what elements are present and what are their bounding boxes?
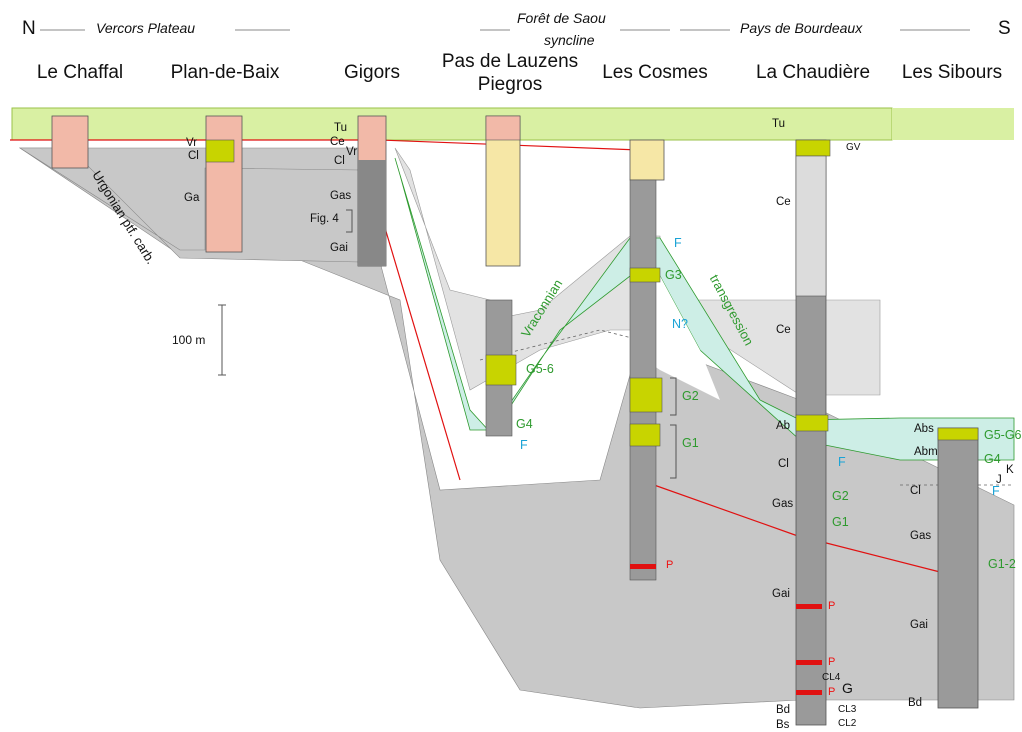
region-syncline: syncline: [544, 32, 595, 48]
p-label: P: [666, 559, 674, 571]
p-marker: [630, 564, 656, 569]
north-label: N: [22, 18, 36, 39]
unit-gas-chaud: Gas: [772, 498, 794, 510]
g-label: G4: [516, 417, 533, 431]
south-label: S: [998, 18, 1011, 39]
red-correlation-line-3: [639, 479, 941, 573]
p-label: P: [828, 656, 836, 668]
unit-ga-plan: Ga: [184, 192, 200, 204]
column-lauzens-top: [485, 115, 521, 141]
column-plan-de-baix-green: [205, 139, 235, 163]
unit-vr-gigors: Vr: [346, 146, 358, 158]
scale-label: 100 m: [172, 333, 206, 347]
unit-cl2: CL2: [838, 718, 857, 729]
unit-bd-chaud: Bd: [776, 704, 791, 716]
turonian-band-south: [892, 108, 1014, 140]
p-marker: [796, 604, 822, 609]
unit-ce-chaud-1: Ce: [776, 196, 791, 208]
n-label: N?: [672, 317, 688, 331]
unit-j: J: [996, 474, 1002, 486]
turonian-band: [11, 107, 893, 141]
unit-cl3: CL3: [838, 704, 857, 715]
site-gigors: Gigors: [344, 62, 400, 83]
unit-bs-chaud: Bs: [776, 719, 790, 731]
unit-g: G: [842, 680, 853, 696]
region-foret: Forêt de Saou: [517, 10, 606, 26]
column-chaudiere-gv: [795, 139, 831, 157]
p-marker: [796, 690, 822, 695]
unit-abm: Abm: [914, 446, 938, 458]
bracket-g1: [670, 424, 677, 479]
f-label: F: [992, 484, 1000, 498]
unit-cl4: CL4: [822, 672, 841, 683]
g-label: G1: [682, 436, 699, 450]
column-cosmes-g2: [629, 377, 663, 413]
unit-ce-chaud-2: Ce: [776, 324, 791, 336]
unit-gai-chaud: Gai: [772, 588, 790, 600]
column-chaudiere-ce: [795, 155, 827, 297]
g-label: G5-G6: [984, 428, 1022, 442]
site-la-chaudiere: La Chaudière: [755, 62, 871, 83]
column-cosmes: [629, 139, 665, 181]
site-les-sibours: Les Sibours: [901, 62, 1003, 83]
site-le-chaffal: Le Chaffal: [36, 62, 124, 83]
site-plan-de-baix: Plan-de-Baix: [170, 62, 280, 83]
g-label: G2: [682, 389, 699, 403]
column-cosmes-g1: [629, 423, 661, 447]
unit-ab-chaud: Ab: [776, 420, 791, 432]
unit-k: K: [1006, 464, 1014, 476]
site-piegros: Piegros: [477, 74, 543, 95]
column-gigors-gray: [358, 160, 386, 266]
column-lauzens-green: [485, 354, 517, 386]
red-correlation-line-2: [384, 227, 461, 481]
unit-abs: Abs: [914, 423, 934, 435]
bracket-fig4: [346, 209, 353, 233]
unit-bd-sibours: Bd: [908, 697, 923, 709]
unit-ce-gigors: Ce: [330, 136, 345, 148]
column-cosmes-g3: [629, 267, 661, 283]
site-les-cosmes: Les Cosmes: [602, 62, 708, 83]
unit-cl-sibours: Cl: [910, 485, 921, 497]
g-label: G4: [984, 452, 1001, 466]
unit-gas-gigors: Gas: [330, 190, 352, 202]
g-label: G1-2: [988, 557, 1016, 571]
unit-cl-gigors: Cl: [334, 155, 345, 167]
p-label: P: [828, 686, 836, 698]
column-sibours-abs: [937, 427, 979, 441]
unit-cl-plan: Cl: [188, 150, 199, 162]
unit-tu-gigors: Tu: [334, 122, 347, 134]
f-label: F: [674, 236, 682, 250]
column-le-chaffal: [51, 115, 89, 169]
unit-gai-sibours: Gai: [910, 619, 928, 631]
column-chaudiere-ab: [795, 414, 829, 432]
bracket-g2: [670, 377, 677, 416]
fig4-label: Fig. 4: [310, 213, 339, 225]
f-label: F: [520, 438, 528, 452]
region-bourdeaux: Pays de Bourdeaux: [740, 20, 863, 36]
unit-gai-gigors: Gai: [330, 242, 348, 254]
g-label: G5-6: [526, 362, 554, 376]
g-label: G1: [832, 515, 849, 529]
g-label: GV: [846, 142, 861, 153]
p-label: P: [828, 600, 836, 612]
column-plan-de-baix: [205, 115, 243, 253]
f-label: F: [838, 455, 846, 469]
unit-vr-plan: Vr: [186, 137, 198, 149]
unit-tu-cosmes: Tu: [772, 118, 785, 130]
g-label: G2: [832, 489, 849, 503]
unit-gas-sibours: Gas: [910, 530, 932, 542]
column-sibours: [937, 427, 979, 709]
g-label: G3: [665, 268, 682, 282]
unit-cl-chaud: Cl: [778, 458, 789, 470]
p-marker: [796, 660, 822, 665]
region-vercors: Vercors Plateau: [96, 20, 196, 36]
site-pas-de-lauzens: Pas de Lauzens: [441, 51, 579, 72]
